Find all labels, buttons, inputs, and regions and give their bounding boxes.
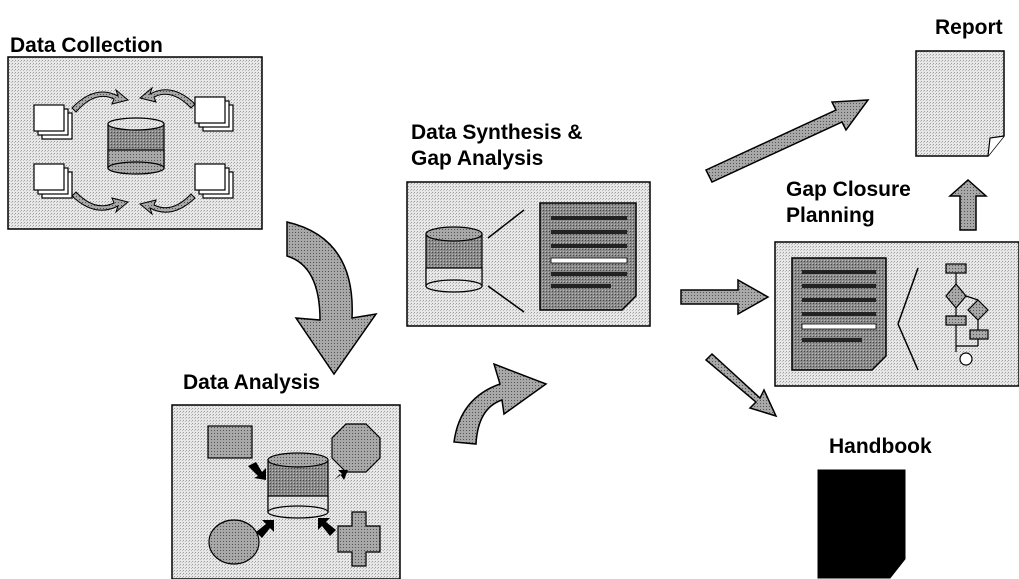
arrow-to-report-icon: [704, 99, 870, 183]
gap-closure-panel: [774, 241, 1019, 387]
octagon-shape-icon: [331, 423, 381, 473]
pointer-arrow-icon: [248, 462, 348, 538]
arrow-up-icon: [948, 178, 988, 231]
curved-down-arrow-icon: [286, 221, 378, 376]
document-stack-icon: [33, 104, 73, 140]
document-stack-icon: [194, 163, 234, 199]
handbook-label: Handbook: [829, 435, 932, 458]
square-shape-icon: [207, 425, 253, 459]
document-icon: [539, 202, 637, 311]
collection-arrow-icon: [71, 86, 196, 216]
database-icon: [267, 452, 329, 519]
curved-up-arrow-icon: [453, 362, 548, 445]
document-icon: [791, 257, 887, 371]
database-icon: [107, 117, 165, 175]
report-label: Report: [935, 16, 1003, 39]
data-collection-panel: [7, 56, 263, 230]
cross-shape-icon: [337, 511, 381, 567]
arrow-to-handbook-icon: [704, 352, 778, 418]
handbook-icon: [817, 469, 906, 579]
document-stack-icon: [194, 96, 234, 132]
data-synthesis-panel: [406, 181, 651, 327]
ellipse-shape-icon: [208, 519, 260, 565]
arrow-to-planning-icon: [680, 278, 770, 316]
flowchart-icon: [945, 263, 989, 366]
data-analysis-panel: [171, 404, 401, 579]
data-analysis-label: Data Analysis: [183, 371, 320, 394]
data-synthesis-label-line2: Gap Analysis: [411, 147, 544, 170]
data-collection-label: Data Collection: [10, 34, 163, 57]
document-stack-icon: [33, 163, 73, 199]
gap-closure-label-line2: Planning: [786, 204, 875, 227]
database-icon: [425, 226, 483, 293]
gap-closure-label-line1: Gap Closure: [786, 178, 911, 201]
data-synthesis-label-line1: Data Synthesis &: [411, 121, 583, 144]
